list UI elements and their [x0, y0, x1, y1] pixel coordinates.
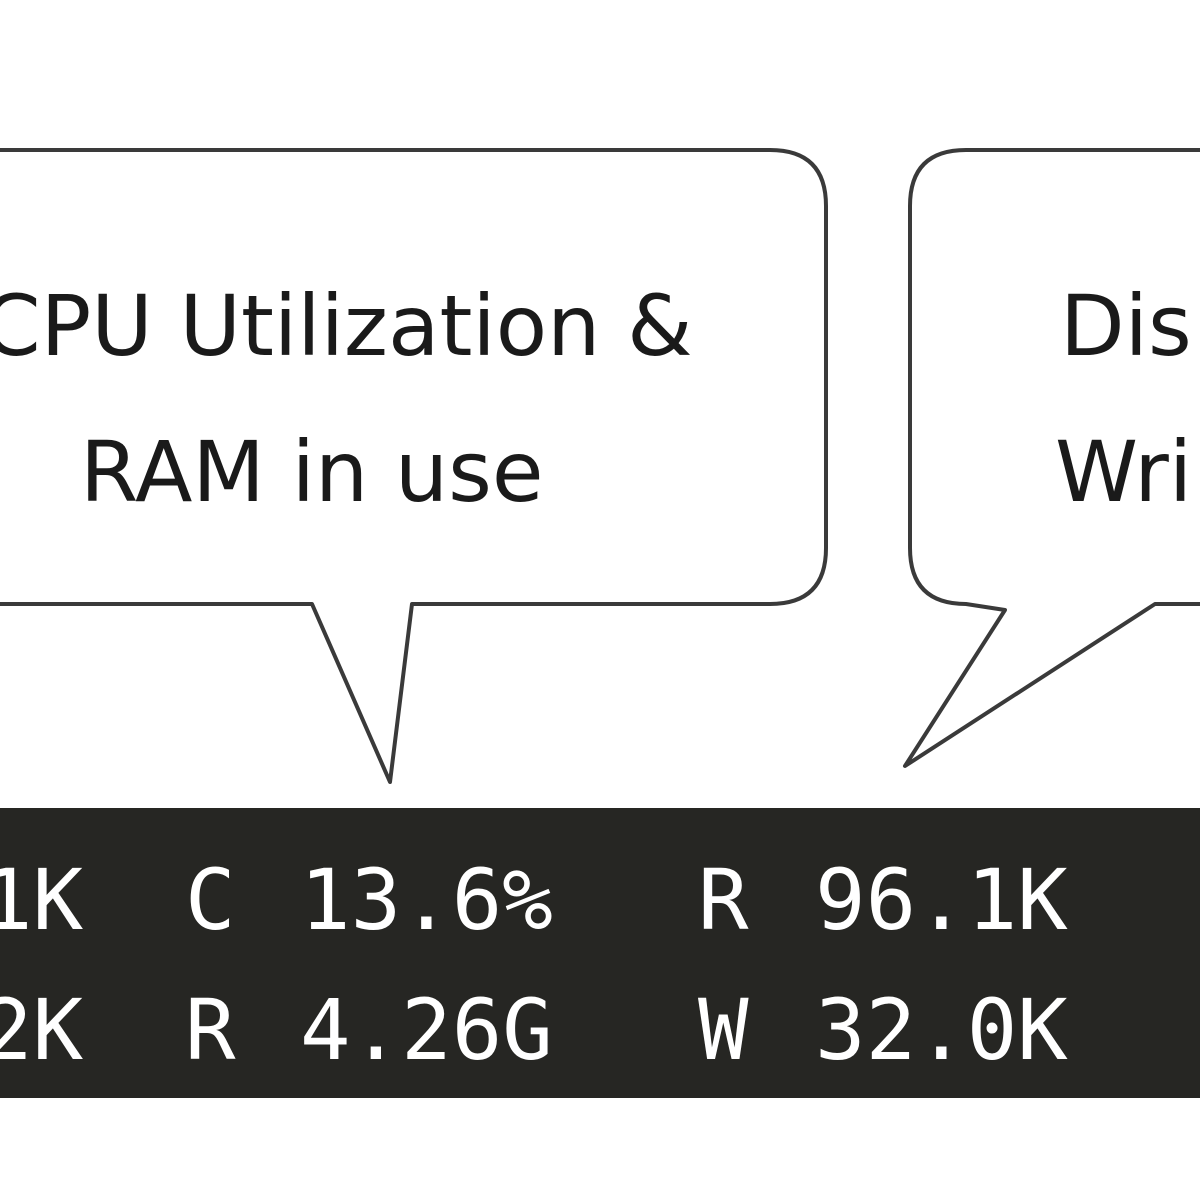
cpu-ram-callout-bubble — [0, 148, 828, 784]
cpu-callout-line1: CPU Utilization & — [0, 277, 693, 375]
disk-callout-line1: Dis — [1060, 277, 1192, 375]
row1-fragment: 1K — [0, 851, 84, 949]
ram-label: R — [185, 981, 236, 1079]
disk-callout-bubble — [903, 148, 1200, 768]
callouts-layer — [0, 148, 1200, 784]
row2-fragment: 2K — [0, 981, 84, 1079]
disk-read-label: R — [698, 851, 749, 949]
terminal-status-bar: 1K C 13.6% R 96.1K 2K R 4.26G W 32.0K — [0, 808, 1200, 1098]
cpu-label: C — [185, 851, 236, 949]
cpu-callout-line2: RAM in use — [80, 423, 544, 521]
ram-value: 4.26G — [300, 981, 553, 1079]
disk-callout-line2: Wri — [1055, 423, 1193, 521]
disk-write-value: 32.0K — [815, 981, 1068, 1079]
disk-write-label: W — [698, 981, 749, 1079]
cpu-value: 13.6% — [300, 851, 553, 949]
disk-read-value: 96.1K — [815, 851, 1068, 949]
